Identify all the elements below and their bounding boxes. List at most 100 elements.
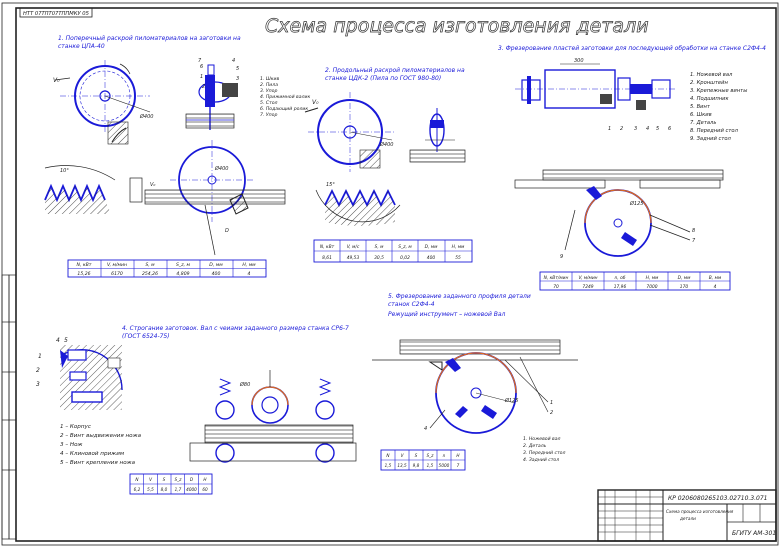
tables-t3-head-1: V, м/мин xyxy=(578,275,597,281)
tb-doc-code: КР 0206080265103.02710.3.071 xyxy=(668,495,768,502)
svg-text:300: 300 xyxy=(574,58,584,64)
svg-text:D: D xyxy=(225,228,229,234)
sections-s2-caption_lines-1: станке ЦДК-2 (Пила по ГОСТ 980-80) xyxy=(325,75,441,82)
tables-t5-row-5: 7 xyxy=(457,463,460,468)
svg-text:8: 8 xyxy=(692,228,695,234)
svg-text:9: 9 xyxy=(560,254,563,260)
sections-s3-legend-7: 8. Передний стол xyxy=(690,128,739,134)
sections-s5-legend-2: 3. Передний стол xyxy=(523,450,565,456)
tables-t1-row-1: 6170 xyxy=(111,271,123,277)
sections-s1-legend-4: 5. Стол xyxy=(260,100,278,106)
tables-t2-row-5: 55 xyxy=(455,255,461,261)
sections-s4-caption_lines-1: (ГОСТ 6524-75) xyxy=(122,333,170,340)
tables-t4-row-3: 1,7 xyxy=(175,487,182,492)
tables-t5-head-1: V xyxy=(401,453,405,458)
tables-t1-row-0: 15,26 xyxy=(77,271,90,277)
sections-s5-legend-3: 4. Задний стол xyxy=(523,457,559,463)
tables-t5-row-3: 1,5 xyxy=(427,463,434,468)
tables-t3-row-3: 7000 xyxy=(646,284,657,290)
tables-t4-row-0: 6,2 xyxy=(134,487,141,492)
sections-s5-caption_lines-0: 5. Фрезерование заданного профиля детали xyxy=(388,293,531,300)
left-margin-strips xyxy=(1,274,17,540)
svg-text:Ø125: Ø125 xyxy=(504,397,518,404)
tables-t3-row-4: 170 xyxy=(680,284,689,290)
tables-t4-row-4: 4000 xyxy=(186,487,197,492)
tables-t5-row-1: 13,5 xyxy=(397,463,407,468)
tables-t3-head-2: n, об xyxy=(615,275,626,281)
svg-text:4: 4 xyxy=(232,58,235,64)
tables-t3-row-5: 4 xyxy=(714,284,717,290)
tb-name-line1: Схема процесса изготовления xyxy=(666,509,734,514)
tables-t5-head-3: S_z xyxy=(427,453,435,458)
tables-t2-row-3: 0,02 xyxy=(400,255,410,261)
inner-frame xyxy=(15,7,777,542)
tables-t3-row-0: 70 xyxy=(553,284,559,290)
tables-t3-head-0: N, кВт/мин xyxy=(544,275,569,281)
tables-t2-row-4: 400 xyxy=(427,255,436,261)
tables-t4-row-1: 5,5 xyxy=(147,487,154,492)
tb-name-line2: детали xyxy=(679,516,696,521)
tables-t4-head-0: N xyxy=(135,477,139,482)
svg-text:4: 4 xyxy=(424,426,427,432)
sections-s3-legend-1: 2. Кронштейн xyxy=(690,80,728,86)
tables-t2-head-5: Н, мм xyxy=(452,244,465,250)
tables-t4-head-2: S xyxy=(163,477,166,482)
sections-s4-legend-4: 5 – Винт крепления ножа xyxy=(60,460,136,466)
svg-text:Ø125: Ø125 xyxy=(629,200,643,207)
svg-text:10°: 10° xyxy=(60,168,69,174)
sections-s1-legend-1: 2. Пила xyxy=(260,82,278,88)
tables-t5-head-4: n xyxy=(443,453,446,458)
tables-t2-head-4: D, мм xyxy=(425,244,438,250)
svg-text:3: 3 xyxy=(634,126,637,132)
sections-s5-legend-0: 1. Ножевой вал xyxy=(523,436,561,442)
svg-text:7: 7 xyxy=(692,238,696,244)
svg-text:Ø400: Ø400 xyxy=(139,113,153,120)
tables-t3-head-5: B, мм xyxy=(709,275,722,281)
svg-text:1: 1 xyxy=(200,74,203,80)
sections-s3-legend-3: 4. Подшипник xyxy=(690,96,730,102)
section-3: 3. Фрезерование пластей заготовки для по… xyxy=(498,45,766,260)
svg-text:Ø400: Ø400 xyxy=(214,165,228,172)
svg-text:2: 2 xyxy=(550,410,553,416)
tables-t1-head-0: N, кВт xyxy=(77,262,92,268)
tables-t2-head-2: S, м xyxy=(375,244,385,250)
section-5: 5. Фрезерование заданного профиля детали… xyxy=(372,293,578,463)
tb-org: БГИТУ АМ-301 xyxy=(732,530,776,537)
svg-text:1: 1 xyxy=(608,126,611,132)
tables-t2-head-0: N, кВт xyxy=(320,244,335,250)
svg-text:5: 5 xyxy=(64,337,68,344)
sections-s1-legend-6: 7. Упор xyxy=(260,112,277,118)
svg-text:3: 3 xyxy=(236,76,239,82)
sections-s5-legend-1: 2. Деталь xyxy=(523,443,547,449)
tables-t1-row-2: 254,26 xyxy=(142,271,158,277)
top-stamp-box xyxy=(19,7,93,18)
tables-t1-head-1: V, м/мин xyxy=(107,262,127,268)
svg-text:Ø400: Ø400 xyxy=(379,141,393,148)
sections-s3-legend-5: 6. Шкив xyxy=(690,112,712,118)
tables-t3-row-2: 17,96 xyxy=(614,284,627,290)
s1-caption-line1: 1. Поперечный раскрой пиломатериалов на … xyxy=(58,35,241,42)
section-1: 1. Поперечный раскрой пиломатериалов на … xyxy=(44,35,310,256)
tables-t5-head-0: N xyxy=(386,453,390,458)
svg-text:6: 6 xyxy=(200,64,203,70)
tables-t1-row-3: 4,809 xyxy=(176,271,189,277)
tables-t5-row-0: 1,5 xyxy=(385,463,392,468)
svg-text:Ø80: Ø80 xyxy=(239,381,250,388)
svg-text:V₀: V₀ xyxy=(312,99,319,106)
svg-text:V₀: V₀ xyxy=(53,77,60,84)
sections-s3-caption: 3. Фрезерование пластей заготовки для по… xyxy=(498,45,766,52)
svg-text:7: 7 xyxy=(198,58,202,64)
sections-s1-legend-0: 1. Шкив xyxy=(260,76,280,82)
tables-t1-head-2: S, м xyxy=(145,262,155,268)
tables-t5-head-5: H xyxy=(456,453,460,458)
tables-t3-head-3: Н, мм xyxy=(646,275,659,281)
sections-s5-caption_lines-2: Режущий инструмент – ножевой Вал xyxy=(388,311,506,318)
sections-s1-legend-3: 4. Прижимной валик xyxy=(260,94,310,100)
svg-text:2: 2 xyxy=(36,367,40,374)
svg-text:1: 1 xyxy=(550,400,553,406)
svg-text:5: 5 xyxy=(236,66,239,72)
sections-s4-legend-0: 1 – Корпус xyxy=(60,424,91,430)
